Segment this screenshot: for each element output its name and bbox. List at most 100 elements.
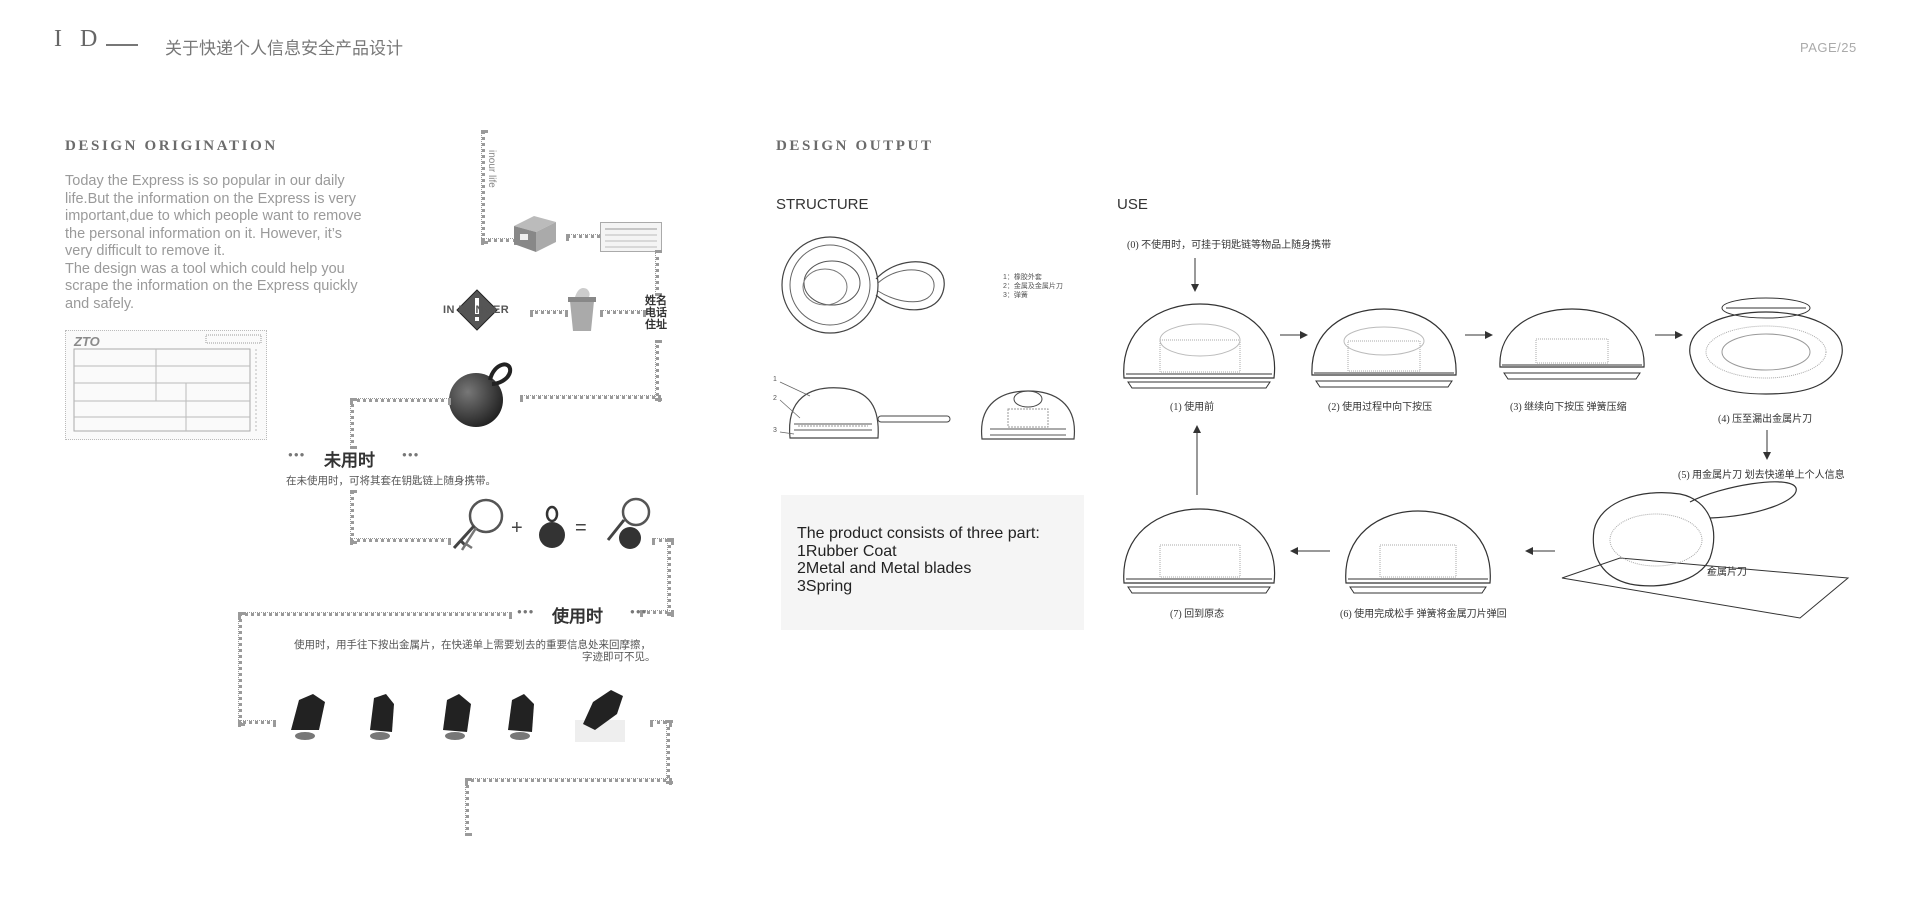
parts-info-line: 2Metal and Metal blades xyxy=(797,560,972,577)
flow-line xyxy=(530,310,568,314)
origination-line: life.But the information on the Express … xyxy=(65,190,356,207)
origination-line: and safely. xyxy=(65,295,135,312)
use-step-4-drawing xyxy=(1689,297,1843,395)
flow-line xyxy=(481,130,485,244)
origination-line: The design was a tool which could help y… xyxy=(65,260,345,277)
blade-caption: 金属片刀 xyxy=(1707,567,1747,578)
use-step-3-caption: (3) 继续向下按压 弹簧压缩 xyxy=(1510,402,1627,413)
hand-step xyxy=(443,694,471,740)
waybill-thumb-lines xyxy=(605,228,657,248)
use-step-7-drawing xyxy=(1123,508,1276,594)
arrow-up-icon xyxy=(1193,425,1201,495)
structure-section-drawing xyxy=(779,381,951,439)
use-step-1-drawing xyxy=(1123,303,1276,389)
flow-line xyxy=(238,612,512,616)
structure-legend: 1：橡胶外套 2：金属及金属片刀 3：弹簧 xyxy=(1003,273,1063,300)
parts-info-text: The product consists of three part: 1Rub… xyxy=(797,525,1040,595)
use-step-6-drawing xyxy=(1345,510,1491,594)
use-step-5-caption: (5) 用金属片刀 划去快递单上个人信息 xyxy=(1678,470,1845,481)
parts-info-box: The product consists of three part: 1Rub… xyxy=(781,495,1084,630)
flow-line xyxy=(350,398,354,449)
legend-item: 3：弹簧 xyxy=(1003,292,1028,299)
structure-top-view-drawing xyxy=(781,236,945,334)
flow-line xyxy=(655,250,659,296)
hand-step xyxy=(508,694,534,740)
arrow-right-icon xyxy=(1280,331,1308,339)
use-step-2-drawing xyxy=(1311,308,1457,388)
waybill-thumb-image xyxy=(600,222,662,252)
arrow-left-icon xyxy=(1525,547,1555,555)
flow-line xyxy=(350,538,451,542)
part-number: 2 xyxy=(773,395,777,402)
equals-sign: = xyxy=(575,517,587,539)
parts-info-line: 1Rubber Coat xyxy=(797,542,897,560)
flow-line xyxy=(465,778,469,836)
flow-line xyxy=(600,310,646,314)
flow-line xyxy=(350,490,354,544)
structure-label: STRUCTURE xyxy=(776,196,869,213)
use-step-6-caption: (6) 使用完成松手 弹簧将金属刀片弹回 xyxy=(1340,609,1507,620)
info-label-address: 住址 xyxy=(645,319,667,331)
use-label: USE xyxy=(1117,196,1148,213)
stage-using-desc: 使用时，用手往下按出金属片，在快递单上需要划去的重要信息处来回摩擦， xyxy=(294,639,651,651)
danger-sign-icon xyxy=(456,289,498,331)
stage-unused-title: 未用时 xyxy=(324,451,375,470)
flow-line xyxy=(666,720,670,784)
flow-line xyxy=(465,778,672,782)
header-dash xyxy=(106,44,138,46)
use-step-5-drawing xyxy=(1561,481,1850,619)
arrow-down-icon xyxy=(1191,258,1199,292)
info-label-name: 姓名 xyxy=(645,295,667,307)
use-step-3-drawing xyxy=(1499,308,1645,380)
product-ball-image xyxy=(449,362,513,427)
origination-heading: DESIGN ORIGINATION xyxy=(65,138,278,154)
hand-step xyxy=(575,690,625,742)
origination-line: very difficult to remove it. xyxy=(65,243,226,259)
hand-step xyxy=(291,694,325,740)
legend-item: 1：橡胶外套 xyxy=(1003,274,1042,281)
trash-bin-icon xyxy=(568,288,596,331)
origination-line: Today the Express is so popular in our d… xyxy=(65,173,345,189)
arrow-left-icon xyxy=(1290,547,1330,555)
express-waybill-image: ZTO xyxy=(65,330,267,440)
flow-label: inour life xyxy=(486,150,497,188)
origination-line: important,due to which people want to re… xyxy=(65,208,362,224)
parts-info-line: The product consists of three part: xyxy=(797,525,1040,542)
keyring-with-product-icon xyxy=(606,497,651,549)
dots-right: ●●● xyxy=(402,450,420,459)
output-heading: DESIGN OUTPUT xyxy=(776,138,934,154)
hand-usage-sequence-image xyxy=(291,690,625,742)
flow-line xyxy=(640,610,674,614)
flow-line xyxy=(652,538,674,542)
use-step-1-caption: (1) 使用前 xyxy=(1170,402,1215,413)
origination-line: the personal information on it. However,… xyxy=(65,225,342,242)
flow-line xyxy=(350,398,451,402)
stage-unused-desc: 在未使用时，可将其套在钥匙链上随身携带。 xyxy=(286,475,496,487)
waybill-logo: ZTO xyxy=(74,334,100,349)
legend-item: 2：金属及金属片刀 xyxy=(1003,283,1063,290)
dots-left: ●●● xyxy=(288,450,306,459)
info-label-phone: 电话 xyxy=(645,307,667,319)
use-step-7-caption: (7) 回到原态 xyxy=(1170,609,1225,620)
use-step-0-caption: (0) 不使用时，可挂于钥匙链等物品上随身携带 xyxy=(1127,240,1332,251)
flow-line xyxy=(667,538,671,616)
page-number: PAGE/25 xyxy=(1800,40,1857,55)
arrow-right-icon xyxy=(1655,331,1683,339)
flow-line xyxy=(238,612,242,726)
origination-line: scrape the information on the Express qu… xyxy=(65,278,358,294)
brand-logo: I D xyxy=(54,26,104,52)
page-title: 关于快递个人信息安全产品设计 xyxy=(165,39,403,58)
flow-line xyxy=(655,340,659,401)
dots-left: ●●● xyxy=(517,607,535,616)
part-number: 1 xyxy=(773,376,777,383)
arrow-down-icon xyxy=(1763,430,1771,460)
part-number: 3 xyxy=(773,427,777,434)
use-step-2-caption: (2) 使用过程中向下按压 xyxy=(1328,402,1433,413)
arrow-right-icon xyxy=(1465,331,1493,339)
info-labels: 姓名 电话 住址 xyxy=(645,295,667,331)
keyring-icon xyxy=(452,498,504,551)
structure-front-drawing xyxy=(981,390,1075,440)
waybill-lines xyxy=(73,334,262,432)
parts-info-line: 3Spring xyxy=(797,577,853,595)
stage-using-desc: 字迹即可不见。 xyxy=(582,651,656,663)
